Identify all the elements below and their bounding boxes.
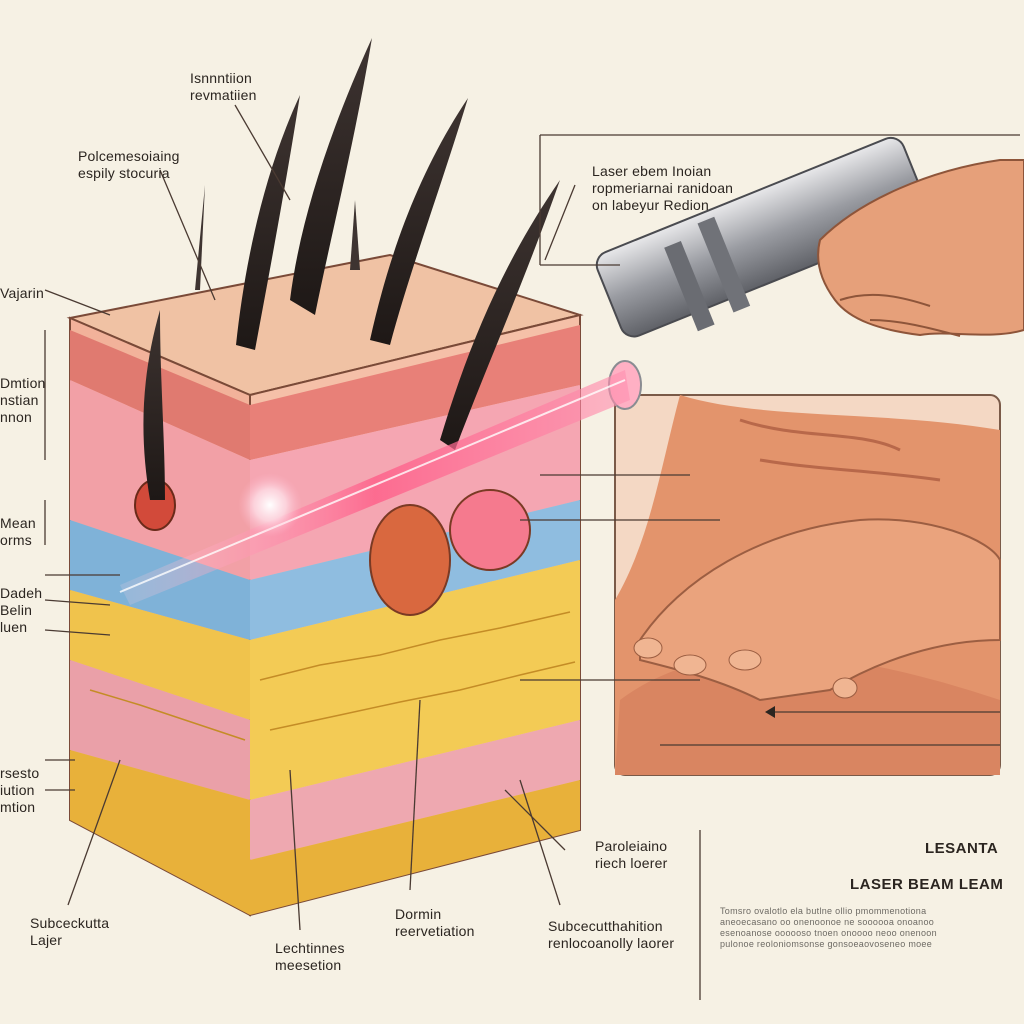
legend-body: Tomsro ovalotlo ela butlne ollio pmommen… [720,906,990,950]
legend-title: LESANTA [925,840,999,857]
label-left-2: Dmtion nstian nnon [0,375,46,425]
hair-strand-icon [143,38,560,500]
legend-line: esenoanose oooooso tnoen onoooo neoo one… [720,928,937,938]
label-bottom-4: Subcecutthahition renlocoanolly laorer [548,918,675,951]
skin-block [66,253,584,917]
label-laser-top: Laser ebem Inoian ropmeriarnai ranidoan … [592,163,734,213]
label-bottom-3: Dormin reervetiation [395,906,475,939]
laser-beam [119,370,630,605]
label-bottom-5: Paroleiaino riech loerer [595,838,668,871]
label-left-4: Dadeh Belin luen [0,585,43,635]
label-top-left: Polcemesoiaing espily stocuria [78,148,180,181]
laser-device-icon [595,136,929,410]
pointer-lines [44,104,1020,1000]
legend-line: aneoecasano oo onenoonoe ne soooooa onoa… [720,917,935,927]
hand-icon [633,518,1001,702]
label-left-1: Vajarin [0,285,44,301]
label-bottom-1: Subceckutta Lajer [30,915,110,948]
label-bottom-2: Lechtinnes meesetion [275,940,345,973]
label-top-center: Isnnntiion revmatiien [190,70,257,103]
legend-subtitle: LASER BEAM LEAM [850,876,1004,893]
legend-line: Tomsro ovalotlo ela butlne ollio pmommen… [720,906,927,916]
label-left-3: Mean orms [0,515,36,548]
label-left-5: rsesto iution mtion [0,765,40,815]
legend-line: pulonoe reoloniomsonse gonsoeaovoseneo m… [720,939,933,949]
